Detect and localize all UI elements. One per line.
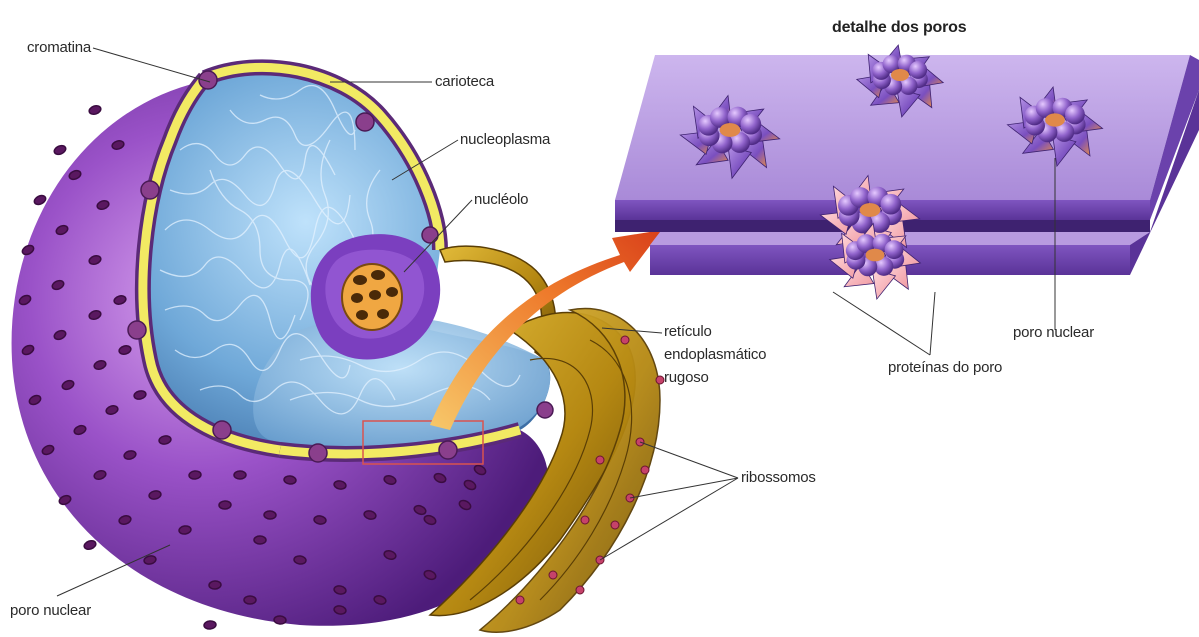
pore-channel [891, 69, 909, 81]
surface-pore [33, 194, 47, 206]
surface-pore [88, 104, 102, 116]
label-reticulo-3: rugoso [664, 368, 709, 387]
pore-bead [909, 61, 927, 79]
nucleus [12, 67, 664, 632]
label-carioteca: carioteca [435, 72, 494, 91]
surface-pore [284, 475, 297, 484]
pore-detail [615, 45, 1199, 299]
surface-pore [209, 581, 222, 590]
surface-pore [53, 144, 67, 156]
surface-pore [274, 616, 286, 625]
pore-channel [720, 123, 741, 137]
label-reticulo-2: endoplasmático [664, 345, 766, 364]
title-detalhe-dos-poros: detalhe dos poros [832, 18, 966, 37]
surface-pore [204, 620, 217, 629]
label-reticulo-1: retículo [664, 322, 712, 341]
surface-pore [264, 511, 276, 520]
surface-pore [219, 501, 231, 510]
pore-bead [880, 194, 901, 215]
surface-pore [254, 536, 266, 544]
label-poro-nuclear-left: poro nuclear [10, 601, 91, 620]
pore-channel [1045, 113, 1065, 126]
label-nucleoplasma: nucleoplasma [460, 130, 550, 149]
surface-pore [83, 539, 97, 551]
surface-pore [189, 470, 202, 479]
label-ribossomos: ribossomos [741, 468, 816, 487]
surface-pore [234, 471, 246, 479]
pore-bead [885, 240, 904, 259]
surface-pore [244, 596, 256, 604]
pore-bead [740, 114, 761, 135]
label-proteinas-do-poro: proteínas do poro [888, 358, 1002, 377]
pore-channel [860, 203, 881, 217]
label-nucleolo: nucléolo [474, 190, 528, 209]
pore-channel [866, 249, 885, 262]
label-poro-nuclear-right: poro nuclear [1013, 323, 1094, 342]
pore-bead [1065, 105, 1085, 125]
label-cromatina: cromatina [27, 38, 91, 57]
surface-pore [294, 555, 307, 564]
